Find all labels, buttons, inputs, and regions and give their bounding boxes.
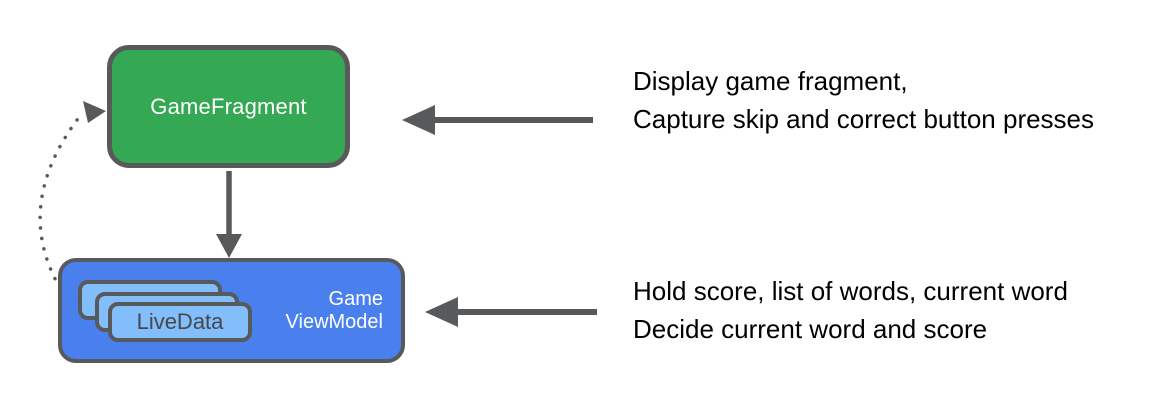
livedata-card-front: LiveData bbox=[108, 302, 252, 342]
viewmodel-note-arrow-icon bbox=[425, 297, 597, 327]
game-viewmodel-label: Game ViewModel bbox=[286, 288, 383, 334]
livedata-label: LiveData bbox=[136, 309, 224, 334]
game-viewmodel-label-line2: ViewModel bbox=[285, 311, 383, 333]
viewmodel-annotation-line2: Decide current word and score bbox=[633, 314, 988, 344]
fragment-note-arrow-icon bbox=[402, 105, 593, 135]
viewmodel-annotation: Hold score, list of words, current word … bbox=[633, 272, 1068, 348]
game-fragment-label: GameFragment bbox=[150, 93, 307, 119]
fragment-annotation-line2: Capture skip and correct button presses bbox=[633, 104, 1095, 134]
game-viewmodel-label-line1: Game bbox=[328, 288, 383, 310]
game-fragment-box: GameFragment bbox=[107, 45, 350, 168]
fragment-annotation: Display game fragment, Capture skip and … bbox=[633, 62, 1094, 138]
dotted-curve-arrow-icon bbox=[38, 101, 106, 290]
viewmodel-annotation-line1: Hold score, list of words, current word bbox=[633, 276, 1068, 306]
fragment-annotation-line1: Display game fragment, bbox=[633, 66, 908, 96]
down-arrow-icon bbox=[216, 171, 242, 258]
game-viewmodel-box: LiveData Game ViewModel bbox=[58, 258, 405, 363]
